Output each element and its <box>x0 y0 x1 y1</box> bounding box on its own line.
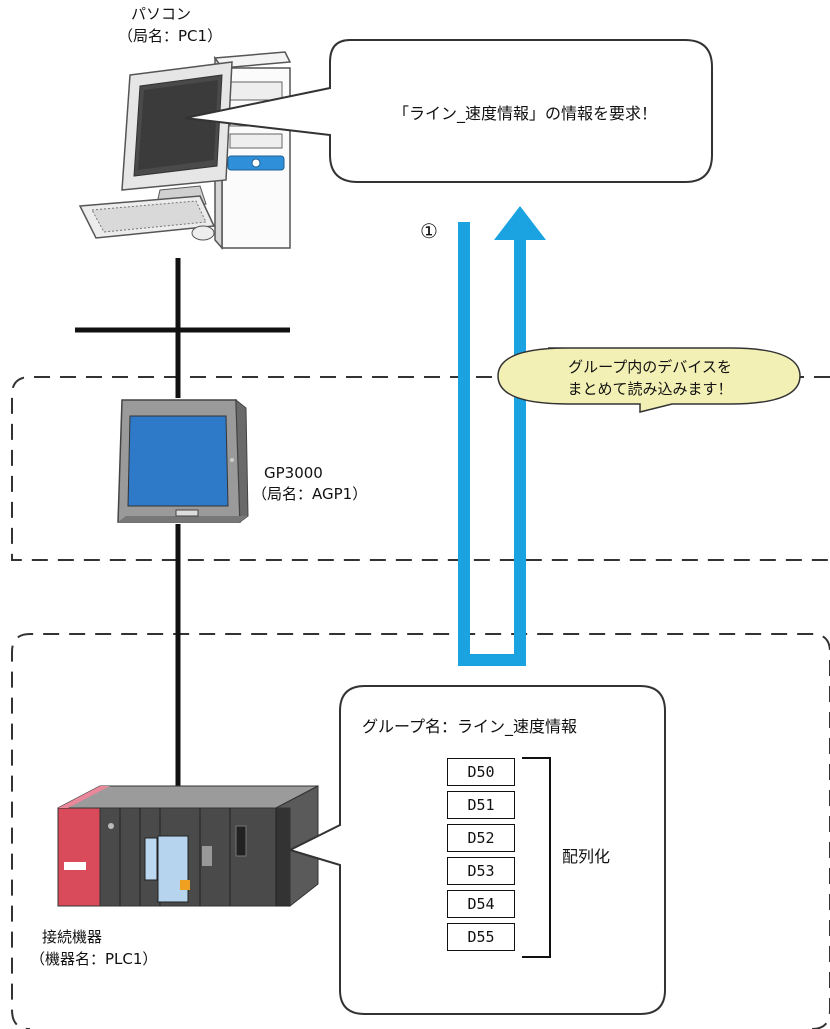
network-cable <box>75 258 290 805</box>
request-bubble-text: 「ライン_速度情報」の情報を要求！ <box>392 104 657 123</box>
plc-name-label: 接続機器 <box>42 928 103 946</box>
gp-zone-border <box>11 376 830 561</box>
device-cell: D50 <box>447 758 515 786</box>
gp-name-label: GP3000 <box>264 464 323 482</box>
read-bubble-line2: まとめて読み込みます！ <box>567 380 733 398</box>
step-marker: ① <box>420 219 438 243</box>
gp-station-label: （局名：AGP1） <box>252 485 368 503</box>
device-cell: D52 <box>447 824 515 852</box>
device-cell: D55 <box>447 923 515 951</box>
group-title: グループ名：ライン_速度情報 <box>362 717 578 736</box>
pc-icon <box>78 51 292 250</box>
array-bracket <box>522 757 551 958</box>
pc-name-label: パソコン <box>131 5 192 23</box>
plc-icon <box>57 785 319 908</box>
pc-station-label: （局名：PC1） <box>118 27 223 45</box>
data-flow-arrow[interactable] <box>458 206 546 666</box>
plc-station-label: （機器名：PLC1） <box>30 950 158 968</box>
plc-zone-border <box>11 633 830 1029</box>
array-label: 配列化 <box>562 847 611 866</box>
device-cell: D54 <box>447 890 515 918</box>
device-cell: D51 <box>447 791 515 819</box>
gp3000-icon <box>117 398 249 523</box>
request-bubble <box>184 39 713 183</box>
read-bubble-line1: グループ内のデバイスを <box>568 358 732 376</box>
read-bubble <box>497 347 801 413</box>
device-cell: D53 <box>447 857 515 885</box>
